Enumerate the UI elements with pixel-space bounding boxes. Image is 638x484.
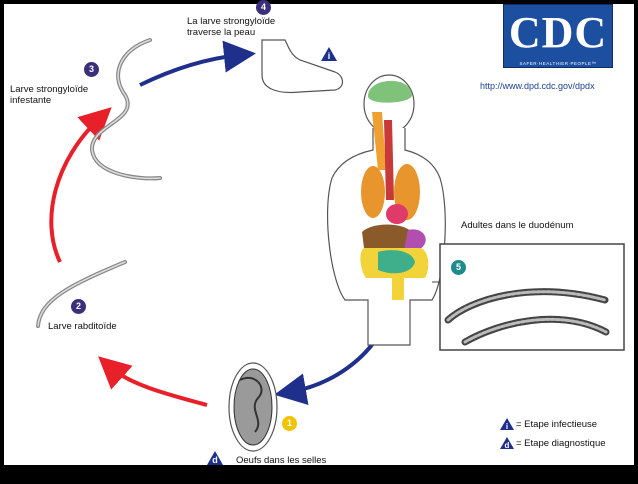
stage-4-badge: 4 [256, 0, 271, 15]
cdc-logo: CDC SAFER·HEALTHIER·PEOPLE™ [503, 4, 613, 68]
stage-4-label: La larve strongyloïde traverse la peau [187, 16, 276, 38]
human-body [326, 74, 446, 346]
svg-text:i: i [328, 51, 331, 61]
foot-illustration [261, 39, 344, 94]
legend-infective-label: = Etape infectieuse [516, 419, 598, 430]
svg-text:d: d [505, 441, 510, 450]
legend-infective-icon: i [500, 418, 514, 431]
source-url[interactable]: http://www.dpd.cdc.gov/dpdx [480, 81, 595, 91]
stage-3-badge: 3 [84, 62, 99, 77]
legend-diagnostic-label: = Etape diagnostique [516, 438, 606, 449]
arrow-rhabditiform-to-filariform [49, 107, 112, 263]
stage-5-label: Adultes dans le duodénum [461, 220, 574, 231]
arrow-eggs-to-rhabditiform [98, 356, 208, 407]
cdc-logo-tagline: SAFER·HEALTHIER·PEOPLE™ [519, 61, 597, 66]
svg-text:d: d [212, 455, 218, 465]
infective-stage-marker: i [321, 47, 337, 61]
legend-diagnostic-icon: d [500, 437, 514, 450]
stage-2-badge: 2 [71, 299, 86, 314]
svg-text:i: i [506, 422, 508, 431]
cdc-logo-text: CDC [508, 8, 608, 57]
arrow-filariform-to-skin [139, 40, 256, 87]
diagnostic-stage-marker: d [207, 451, 223, 465]
stage-2-label: Larve rabditoïde [48, 321, 117, 332]
stage-1-badge: 1 [282, 416, 297, 431]
stage-1-label: Oeufs dans les selles [236, 455, 327, 466]
stage-5-badge: 5 [451, 260, 466, 275]
stage-3-label: Larve strongyloïde infestante [10, 84, 89, 106]
